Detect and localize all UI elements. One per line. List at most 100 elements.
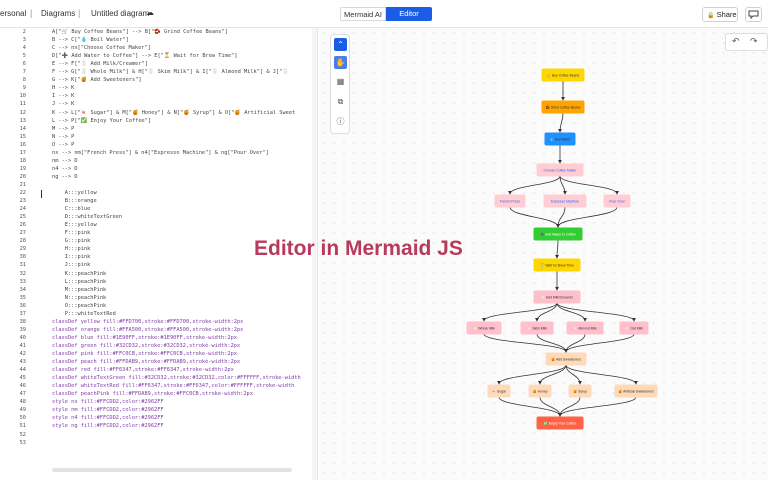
line-number: 49: [19, 407, 26, 414]
line-number: 17: [19, 149, 26, 156]
code-line[interactable]: K --> L["🍬 Sugar"] & M["🍯 Honey"] & N["🍯…: [52, 109, 296, 116]
breadcrumb-diagrams[interactable]: Diagrams: [41, 9, 76, 18]
code-line[interactable]: N --> P: [52, 133, 75, 140]
breadcrumb-diagram-title[interactable]: Untitled diagram: [91, 9, 150, 18]
line-number: 41: [19, 342, 26, 349]
redo-icon[interactable]: ↷: [750, 36, 758, 46]
code-line[interactable]: classDef whiteTextGreen fill:#32CD32,str…: [52, 375, 301, 382]
code-line[interactable]: B --> C["💧 Boil Water"]: [52, 37, 129, 44]
comment-icon: [748, 10, 759, 20]
tab-mermaid-ai[interactable]: Mermaid AI: [340, 7, 386, 21]
line-number: 16: [19, 141, 26, 148]
editor-horizontal-scrollbar[interactable]: [52, 468, 292, 472]
line-number: 47: [19, 391, 26, 398]
code-line[interactable]: nm --> D: [52, 157, 78, 164]
code-line[interactable]: P:::whiteTextRed: [52, 310, 116, 317]
code-line[interactable]: classDef yellow fill:#FFD700,stroke:#FFD…: [52, 318, 244, 325]
code-line[interactable]: C --> nx["Choose Coffee Maker"]: [52, 45, 151, 52]
lock-icon: 🔒: [707, 13, 715, 19]
code-line[interactable]: classDef orange fill:#FFA500,stroke:#FFA…: [52, 326, 244, 333]
line-number: 15: [19, 133, 26, 140]
code-line[interactable]: J --> K: [52, 101, 75, 108]
canvas-toolbar: ⌃ ✋ ▦ ⧉ ⓘ: [330, 34, 350, 134]
code-line[interactable]: K:::peachPink: [52, 270, 107, 277]
line-number: 4: [22, 45, 26, 52]
code-line[interactable]: E --> F["🥛 Add Milk/Creamer"]: [52, 61, 148, 68]
code-line[interactable]: classDef blue fill:#1E90FF,stroke:#1E90F…: [52, 334, 237, 341]
line-number: 26: [19, 222, 26, 229]
editor-scrollbar[interactable]: [312, 28, 317, 480]
line-number: 23: [19, 198, 26, 205]
line-number: 25: [19, 214, 26, 221]
share-label: Share: [716, 10, 737, 19]
line-number: 39: [19, 326, 26, 333]
code-line[interactable]: B:::orange: [52, 198, 97, 205]
code-line[interactable]: G --> K["🍯 Add Sweeteners"]: [52, 77, 142, 84]
line-number: 19: [19, 165, 26, 172]
code-line[interactable]: classDef whiteTextRed fill:#FF6347,strok…: [52, 383, 295, 390]
code-line[interactable]: H --> K: [52, 85, 75, 92]
line-number: 30: [19, 254, 26, 261]
code-line[interactable]: J:::pink: [52, 262, 91, 269]
collapse-icon[interactable]: ⌃: [334, 38, 347, 51]
breadcrumb-workspace[interactable]: ersonal: [0, 9, 27, 18]
share-button[interactable]: 🔒 Share: [702, 7, 738, 22]
copy-icon[interactable]: ⧉: [337, 97, 344, 106]
code-line[interactable]: I --> K: [52, 93, 75, 100]
line-number: 44: [19, 367, 26, 374]
overlay-caption: Editor in Mermaid JS: [254, 237, 463, 260]
code-line[interactable]: classDef peachPink fill:#FFDAB9,stroke:#…: [52, 391, 253, 398]
top-bar: ersonal | Diagrams | Untitled diagram ☁ …: [0, 0, 768, 28]
line-number: 52: [19, 431, 26, 438]
code-line[interactable]: style nm fill:#FFCDD2,color:#2962FF: [52, 407, 164, 414]
code-line[interactable]: classDef pink fill:#FFC0CB,stroke:#FFC0C…: [52, 351, 237, 357]
shapes-icon[interactable]: ▦: [336, 77, 345, 86]
code-line[interactable]: I:::pink: [52, 254, 91, 261]
code-line[interactable]: L:::peachPink: [52, 278, 107, 285]
tab-editor[interactable]: Editor: [386, 7, 432, 21]
line-number: 7: [22, 69, 26, 76]
line-number: 42: [19, 351, 26, 357]
code-line[interactable]: M --> P: [52, 125, 75, 132]
code-line[interactable]: E:::yellow: [52, 222, 97, 229]
code-line[interactable]: n4 --> D: [52, 165, 78, 172]
code-line[interactable]: H:::pink: [52, 246, 91, 253]
line-number: 40: [19, 334, 26, 341]
pointer-icon[interactable]: ✋: [334, 56, 347, 69]
code-line[interactable]: O --> P: [52, 141, 75, 148]
code-line[interactable]: ng --> D: [52, 173, 78, 180]
line-number: 5: [22, 53, 26, 60]
code-line[interactable]: M:::peachPink: [52, 286, 107, 293]
code-line[interactable]: classDef green fill:#32CD32,stroke:#32CD…: [52, 342, 241, 349]
line-number: 22: [19, 190, 26, 196]
line-number: 46: [19, 383, 26, 390]
line-number: 20: [19, 173, 26, 180]
code-line[interactable]: style nx fill:#FFCDD2,color:#2962FF: [52, 399, 164, 406]
line-number: 18: [19, 157, 26, 164]
breadcrumb-separator: |: [30, 8, 33, 18]
code-line[interactable]: G:::pink: [52, 238, 91, 245]
undo-icon[interactable]: ↶: [732, 36, 740, 46]
code-line[interactable]: style n4 fill:#FFCDD2,color:#2962FF: [52, 415, 164, 422]
code-line[interactable]: classDef red fill:#FF6347,stroke:#FF6347…: [52, 367, 234, 374]
code-line[interactable]: A["🛒 Buy Coffee Beans"] --> B["🫘 Grind C…: [52, 29, 228, 35]
code-line[interactable]: C:::blue: [52, 206, 91, 213]
comment-button[interactable]: [745, 7, 762, 22]
code-line[interactable]: A:::yellow: [52, 190, 97, 196]
code-line[interactable]: nx --> nm["French Press"] & n4["Espresso…: [52, 149, 269, 156]
line-number: 50: [19, 415, 26, 422]
line-number: 12: [19, 109, 26, 116]
code-line[interactable]: N:::peachPink: [52, 294, 107, 301]
line-number: 10: [19, 93, 26, 100]
info-icon[interactable]: ⓘ: [336, 117, 345, 126]
code-line[interactable]: classDef peach fill:#FFDAB9,stroke:#FFDA…: [52, 359, 241, 366]
code-line[interactable]: O:::peachPink: [52, 302, 107, 309]
code-line[interactable]: D:::whiteTextGreen: [52, 214, 123, 221]
code-line[interactable]: F --> G["🥛 Whole Milk"] & H["🥛 Skim Milk…: [52, 69, 289, 76]
code-line[interactable]: style ng fill:#FFCDD2,color:#2962FF: [52, 423, 164, 430]
line-number: 11: [19, 101, 26, 108]
code-line[interactable]: L --> P["✅ Enjoy Your Coffee"]: [52, 117, 152, 124]
code-line[interactable]: D["➕ Add Water to Coffee"] --> E["⏳ Wait…: [52, 53, 238, 60]
code-line[interactable]: F:::pink: [52, 230, 91, 237]
